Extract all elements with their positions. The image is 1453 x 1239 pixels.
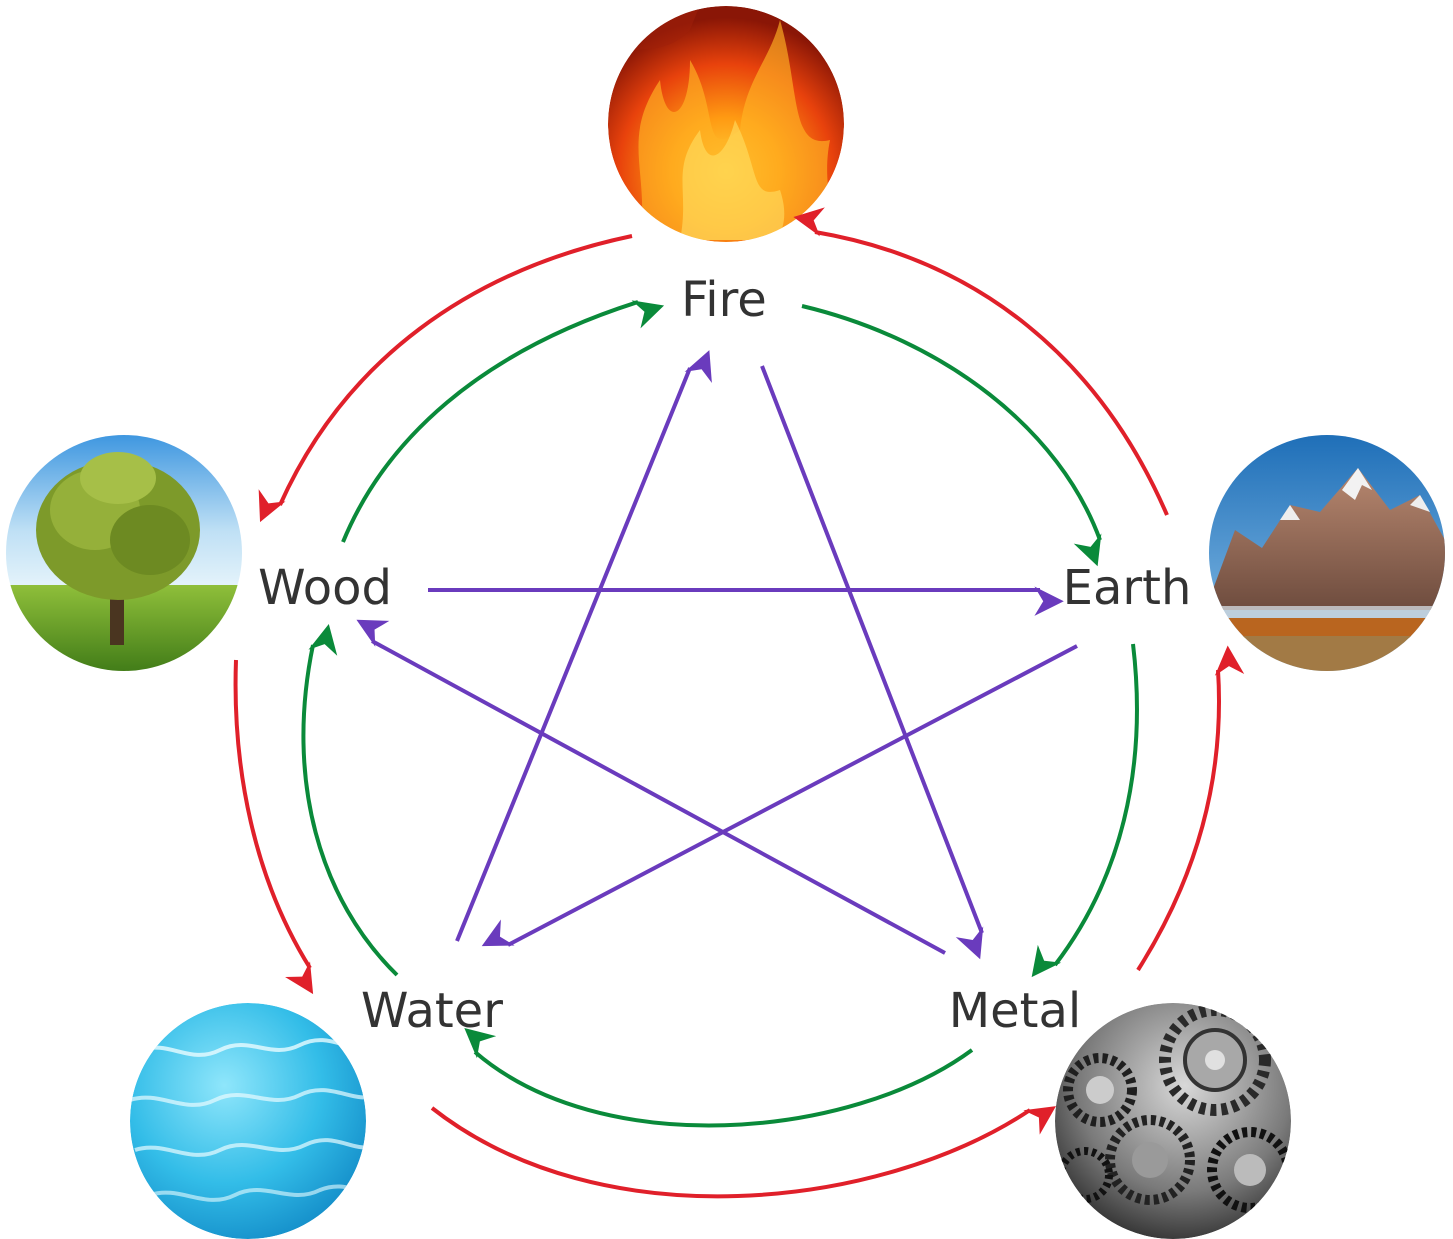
- label-metal: Metal: [949, 983, 1082, 1039]
- mountain-photo-icon: [1209, 435, 1445, 676]
- arrow-metal-to-wood: [372, 641, 945, 953]
- arrow-water-to-wood: [303, 645, 397, 975]
- label-wood: Wood: [258, 560, 392, 616]
- arrow-wood-to-fire: [343, 302, 638, 542]
- arrow-fire-to-wood: [280, 236, 632, 505]
- arrow-earth-to-metal: [1055, 644, 1137, 965]
- arrow-water-to-metal: [432, 1108, 1030, 1196]
- tree-photo-icon: [6, 435, 242, 675]
- arrow-water-to-fire: [457, 368, 690, 941]
- label-water: Water: [361, 983, 503, 1039]
- fire-photo-icon: [608, 5, 844, 242]
- overacting-cycle: [236, 232, 1219, 1196]
- arrow-fire-to-earth: [802, 306, 1100, 540]
- arrow-wood-to-water: [236, 660, 310, 968]
- arrow-metal-to-water: [475, 1050, 972, 1125]
- arrow-earth-to-fire: [815, 232, 1167, 515]
- arrow-metal-to-earth: [1138, 670, 1219, 970]
- label-fire: Fire: [681, 272, 767, 328]
- water-photo-icon: [130, 1003, 375, 1239]
- label-earth: Earth: [1063, 560, 1192, 616]
- arrow-earth-to-water: [508, 646, 1077, 945]
- gears-photo-icon: [1055, 1003, 1291, 1239]
- arrow-fire-to-metal: [762, 366, 982, 933]
- controlling-cycle: [372, 366, 1077, 953]
